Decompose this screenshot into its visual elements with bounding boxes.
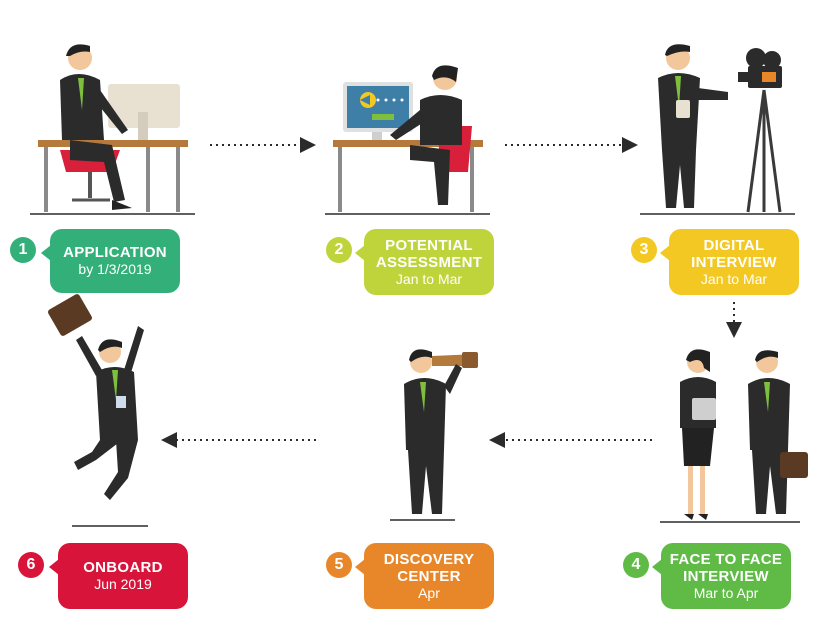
step-bubble: DIGITAL INTERVIEW Jan to Mar [660, 229, 799, 295]
step-number-badge: 1 [10, 237, 36, 263]
step-number-badge: 5 [326, 552, 352, 578]
step-title: ONBOARD [83, 559, 163, 576]
step-number-badge: 3 [631, 237, 657, 263]
step-title-line-1: POTENTIAL [385, 236, 473, 254]
step-title-line-2: INTERVIEW [683, 567, 769, 585]
step-bubble: ONBOARD Jun 2019 [49, 543, 188, 609]
interview-people-icon [660, 349, 808, 523]
step-date: Mar to Apr [693, 584, 759, 601]
step-title-line-1: DISCOVERY [383, 550, 475, 568]
video-camera-icon [640, 44, 795, 215]
step-number-badge: 2 [326, 237, 352, 263]
step-title-line-2: ASSESSMENT [375, 253, 483, 271]
step-bubble: FACE TO FACE INTERVIEW Mar to Apr [652, 543, 791, 609]
step-title-line-2: INTERVIEW [691, 253, 777, 271]
telescope-icon [390, 349, 478, 521]
step-date: Jan to Mar [700, 270, 768, 287]
step-date: by 1/3/2019 [78, 261, 152, 277]
step-title: APPLICATION [63, 244, 167, 261]
jumping-person-icon [48, 294, 148, 527]
step-title-line-1: DIGITAL [703, 236, 765, 254]
step-number-badge: 6 [18, 552, 44, 578]
step-bubble: APPLICATION by 1/3/2019 [41, 229, 180, 293]
step-title-line-2: CENTER [397, 567, 461, 585]
step-title-line-1: FACE TO FACE [669, 550, 783, 568]
step-date: Jun 2019 [94, 576, 152, 592]
desk-computer-icon [30, 44, 195, 215]
step-date: Jan to Mar [395, 270, 463, 287]
desk-game-icon [325, 65, 490, 215]
step-bubble: POTENTIAL ASSESSMENT Jan to Mar [355, 229, 494, 295]
step-date: Apr [418, 584, 440, 601]
step-number-badge: 4 [623, 552, 649, 578]
step-bubble: DISCOVERY CENTER Apr [355, 543, 494, 609]
